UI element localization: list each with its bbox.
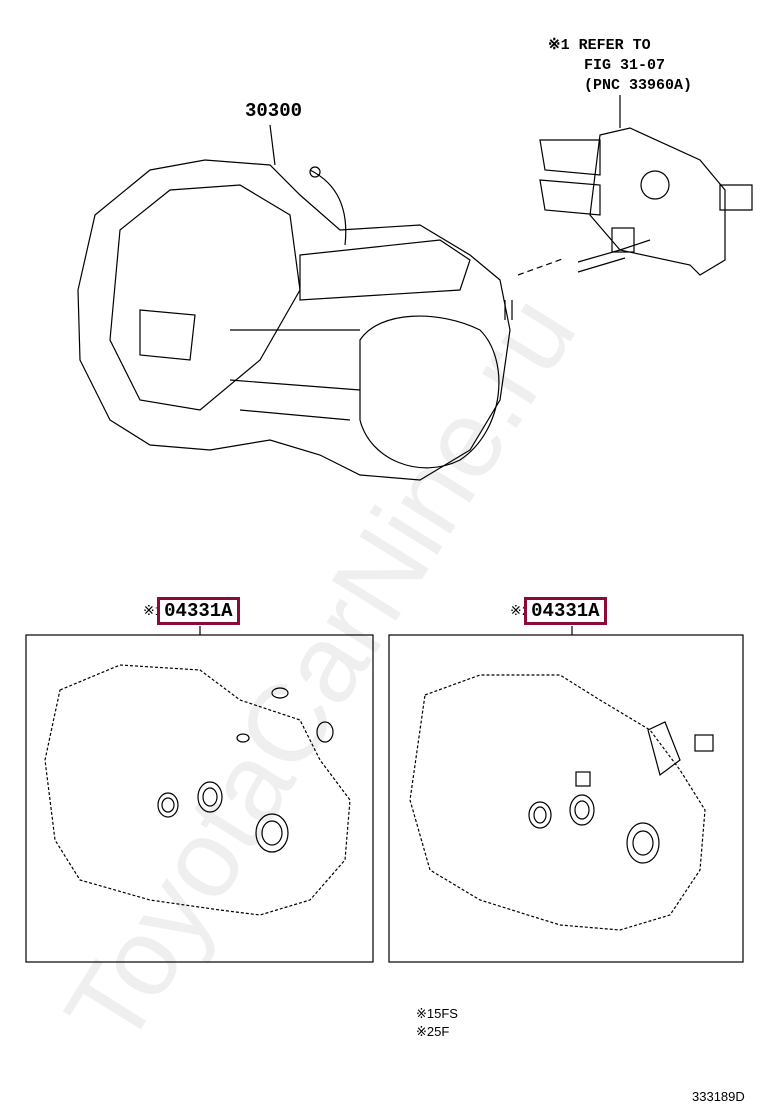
part-number-04331a-right[interactable]: 04331A [524, 597, 607, 625]
gasket-left [44, 664, 351, 916]
refer-line-3: (PNC 33960A) [584, 77, 693, 94]
leader-30300 [269, 124, 276, 166]
refer-line-2: FIG 31-07 [584, 57, 666, 74]
gasket-right [409, 674, 706, 931]
callout-right: ※2 04331A [510, 597, 607, 625]
dashed-connection [517, 257, 566, 276]
refer-line-1: ※1 REFER TO [548, 37, 651, 54]
figure-id: 333189D [692, 1089, 745, 1104]
gasket-kit-right-box [388, 634, 744, 963]
transmission-assembly [77, 159, 513, 481]
gasket-kit-left-box [25, 634, 374, 963]
legend-text: 5FS [434, 1006, 458, 1021]
shift-lever-assembly [539, 127, 753, 276]
refer-note: ※1 REFER TO FIG 31-07 (PNC 33960A) [548, 36, 692, 96]
legend-item: ※25F [416, 1023, 458, 1041]
legend-mark: ※1 [416, 1006, 435, 1021]
part-number-30300[interactable]: 30300 [245, 100, 303, 122]
legend: ※15FS ※25F [416, 1005, 458, 1041]
legend-mark: ※2 [416, 1024, 435, 1039]
part-number-04331a-left[interactable]: 04331A [157, 597, 240, 625]
legend-text: 5F [434, 1024, 450, 1039]
seals-right [528, 721, 714, 864]
callout-left: ※1 04331A [143, 597, 240, 625]
legend-item: ※15FS [416, 1005, 458, 1023]
seals-left [157, 687, 334, 853]
